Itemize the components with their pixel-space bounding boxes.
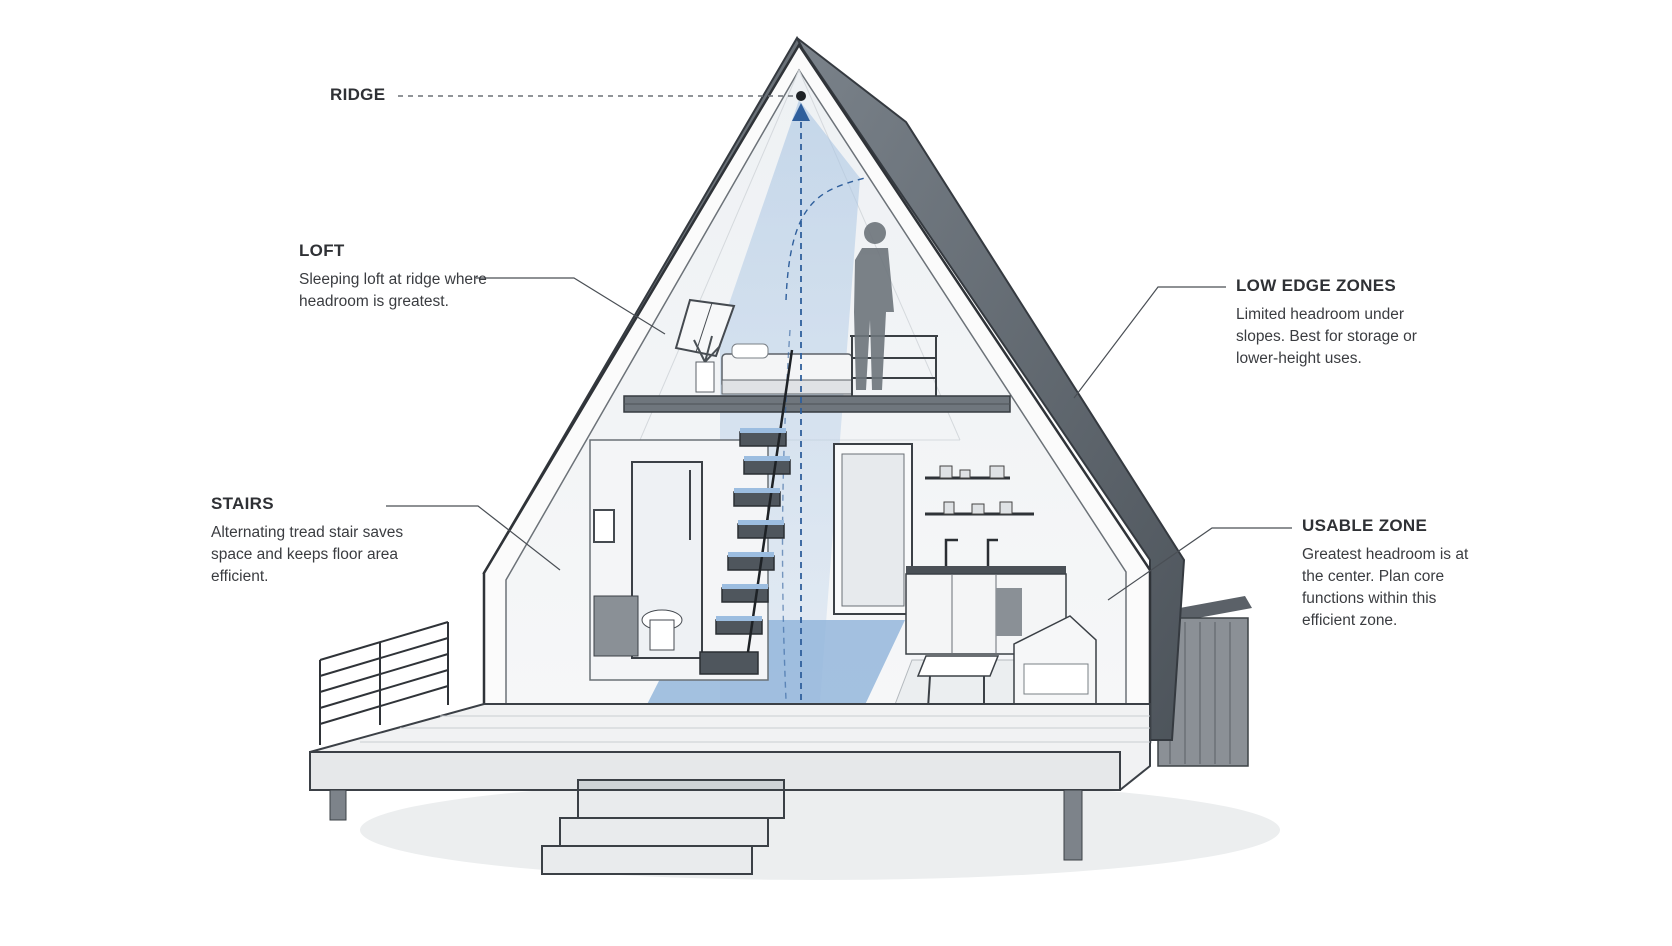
stair-tread-tops [716,428,790,621]
loft-floor [623,395,1011,413]
leader-lines [386,277,1292,601]
person-silhouette [854,222,894,390]
stairs-label: STAIRS Alternating tread stair saves spa… [211,494,421,588]
loft-skylight [674,298,736,358]
low-edge-zones-title: LOW EDGE ZONES [1236,276,1397,295]
roof-right-slope [796,37,1186,741]
low-edge-zones-label: LOW EDGE ZONES Limited headroom under sl… [1236,276,1446,370]
stairs-title: STAIRS [211,494,274,513]
ridge-label: RIDGE [330,85,385,105]
low-edge-zones-description: Limited headroom under slopes. Best for … [1236,306,1417,367]
loft-plant [693,335,721,393]
ridge-title: RIDGE [330,85,386,104]
rear-door [833,443,913,615]
loft-description: Sleeping loft at ridge where headroom is… [299,271,487,310]
usable-zone-title: USABLE ZONE [1302,516,1428,535]
deck-railing [319,621,449,745]
stairs-description: Alternating tread stair saves space and … [211,524,404,585]
loft-title: LOFT [299,241,345,260]
deck-steps [541,779,785,875]
usable-zone-description: Greatest headroom is at the center. Plan… [1302,546,1469,629]
loft-label: LOFT Sleeping loft at ridge where headro… [299,241,509,313]
ground-shadow [360,780,1280,880]
alternating-stairs [699,349,794,675]
kitchen-shelves [925,465,1034,516]
usable-zone-label: USABLE ZONE Greatest headroom is at the … [1302,516,1492,632]
